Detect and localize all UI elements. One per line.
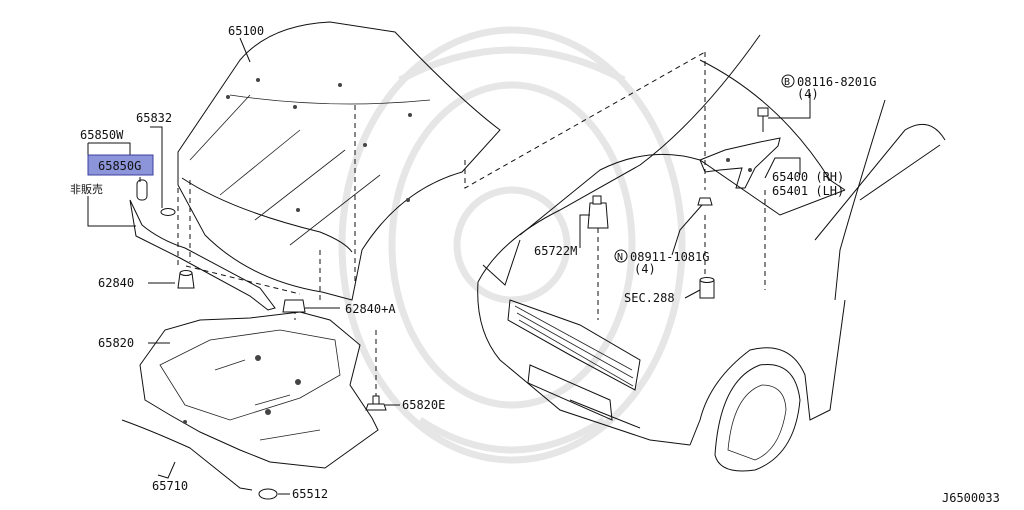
hood-hinge[interactable] xyxy=(699,137,781,189)
rod-65710[interactable] xyxy=(121,419,253,491)
clip-65850g[interactable] xyxy=(136,179,148,201)
hinge-bolt[interactable] xyxy=(757,107,769,132)
clip-65820e[interactable] xyxy=(365,395,387,411)
label-65710[interactable]: 65710 xyxy=(152,479,188,493)
grommet-65512[interactable] xyxy=(258,488,278,500)
nut-badge-circle xyxy=(614,249,628,263)
label-nut-qty: (4) xyxy=(634,262,656,276)
seal-65832[interactable] xyxy=(160,208,176,216)
label-65850g[interactable]: 65850G xyxy=(98,159,141,173)
hood-panel[interactable] xyxy=(177,21,501,301)
label-65820[interactable]: 65820 xyxy=(98,336,134,350)
vehicle-grille xyxy=(482,239,641,429)
label-65850w[interactable]: 65850W xyxy=(80,128,124,142)
label-bolt-qty: (4) xyxy=(797,87,819,101)
label-hinge-rh[interactable]: 65400 (RH) xyxy=(772,170,844,184)
assembly-guide-lines xyxy=(177,51,766,400)
label-65832[interactable]: 65832 xyxy=(136,111,172,125)
label-nut-part[interactable]: 08911-1081G xyxy=(630,250,709,264)
label-65100[interactable]: 65100 xyxy=(228,24,264,38)
leader-lines xyxy=(87,37,811,495)
label-sec-288[interactable]: SEC.288 xyxy=(624,291,675,305)
label-65820e[interactable]: 65820E xyxy=(402,398,445,412)
diagram-code: J6500033 xyxy=(942,491,1000,505)
bumper-62840a[interactable] xyxy=(282,299,306,313)
label-not-for-sale: 非販売 xyxy=(70,183,103,196)
hinge-nut[interactable] xyxy=(697,197,713,206)
nut-badge: N xyxy=(617,252,623,263)
label-bolt-part[interactable]: 08116-8201G xyxy=(797,75,876,89)
label-62840a[interactable]: 62840+A xyxy=(345,302,396,316)
vehicle-body xyxy=(477,34,946,472)
engine-undercover[interactable] xyxy=(139,311,379,469)
watermark-emblem xyxy=(338,26,686,464)
label-65722m[interactable]: 65722M xyxy=(534,244,577,258)
hood-bumper-62840[interactable] xyxy=(177,270,195,289)
selected-part-highlight xyxy=(87,154,154,176)
label-62840[interactable]: 62840 xyxy=(98,276,134,290)
hood-seal-strip[interactable] xyxy=(129,199,276,311)
label-65512[interactable]: 65512 xyxy=(292,487,328,501)
sec-288-part[interactable] xyxy=(699,277,715,299)
bolt-badge-circle xyxy=(781,74,795,88)
hood-latch-65722m[interactable] xyxy=(587,195,609,229)
label-hinge-lh[interactable]: 65401 (LH) xyxy=(772,184,844,198)
bolt-badge: B xyxy=(784,77,790,88)
